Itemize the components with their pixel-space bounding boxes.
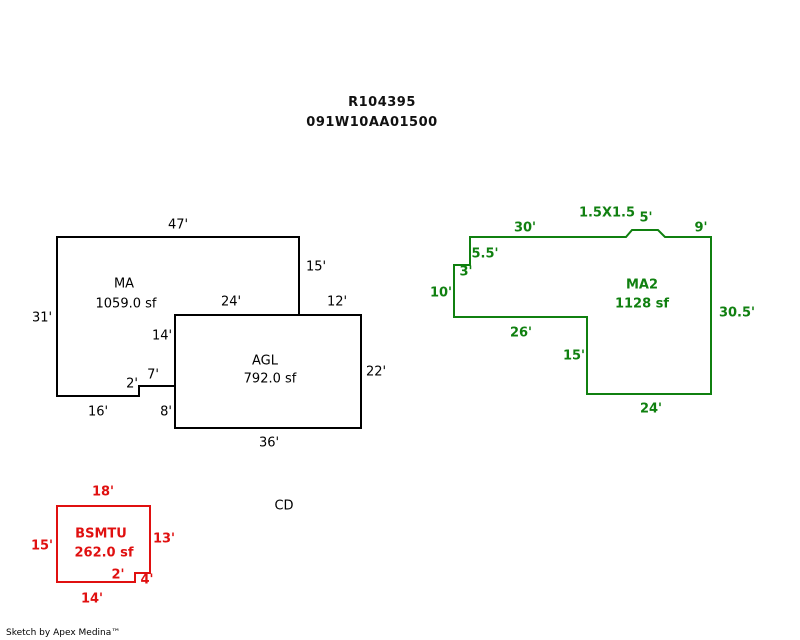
agl-top-right-dim: 12' <box>326 294 348 310</box>
bsmtu-notch-vertical-dim: 4' <box>140 572 154 588</box>
account-number: 091W10AA01500 <box>306 115 438 130</box>
ma-left-dim: 31' <box>31 310 53 326</box>
ma-area: 1059.0 sf <box>95 296 157 312</box>
ma2-bay-width-dim: 5' <box>639 210 653 226</box>
cd-label: CD <box>274 498 294 514</box>
ma2-top-right-dim: 9' <box>694 220 708 236</box>
ma-bottom-dim: 16' <box>87 404 109 420</box>
ma2-outline <box>453 229 712 395</box>
bsmtu-outline <box>56 505 151 583</box>
ma-agl-step-dim: 14' <box>151 328 173 344</box>
bsmtu-name: BSMTU <box>75 526 127 542</box>
ma-right-dim: 15' <box>305 259 327 275</box>
agl-left-lower-dim: 8' <box>160 404 172 420</box>
parcel-id: R104395 <box>348 95 416 110</box>
ma2-name: MA2 <box>625 277 659 293</box>
agl-right-dim: 22' <box>365 364 387 380</box>
ma2-step-vertical-dim: 5.5' <box>471 246 499 262</box>
bsmtu-bottom-dim: 14' <box>80 591 104 607</box>
bsmtu-top-dim: 18' <box>91 484 115 500</box>
ma2-left-dim: 10' <box>429 285 453 301</box>
agl-bottom-dim: 36' <box>258 435 280 451</box>
ma-notch-vertical-dim: 2' <box>126 376 138 392</box>
bsmtu-area: 262.0 sf <box>74 545 134 561</box>
bsmtu-notch-horizontal-dim: 2' <box>111 567 125 583</box>
ma2-mid-dim: 26' <box>509 325 533 341</box>
ma-notch-horizontal-dim: 7' <box>147 367 159 383</box>
ma2-top-dim: 30' <box>513 220 537 236</box>
agl-area: 792.0 sf <box>243 371 297 387</box>
ma2-right-dim: 30.5' <box>718 305 756 321</box>
ma2-bay-size: 1.5X1.5 <box>578 205 636 221</box>
bsmtu-right-dim: 13' <box>152 531 176 547</box>
agl-outline <box>174 314 362 429</box>
ma-inner-top-dim: 24' <box>220 294 242 310</box>
bsmtu-left-dim: 15' <box>30 538 54 554</box>
sketch-credit: Sketch by Apex Medina™ <box>6 628 121 638</box>
ma2-bottom-dim: 24' <box>639 401 663 417</box>
ma2-area: 1128 sf <box>614 296 670 312</box>
agl-name: AGL <box>252 353 278 369</box>
ma-name: MA <box>113 276 135 292</box>
ma-top-dim: 47' <box>167 217 189 233</box>
ma2-step-horizontal-dim: 3' <box>459 264 473 280</box>
ma2-inner-vertical-dim: 15' <box>562 348 586 364</box>
